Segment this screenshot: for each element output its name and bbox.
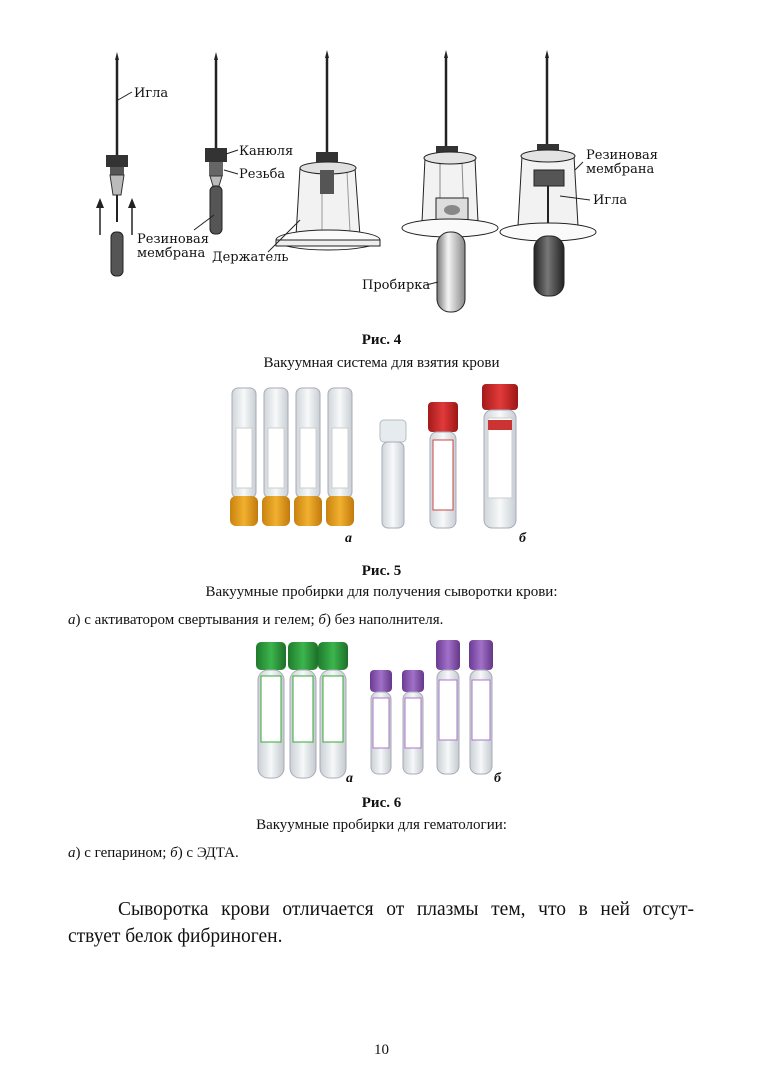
label-holder: Держатель	[212, 250, 289, 265]
sub6-a-text: ) с гепарином;	[75, 845, 171, 861]
holder-assembly	[275, 50, 381, 251]
figure-6-caption: Вакуумные пробирки для гематологии:	[256, 817, 507, 833]
paragraph-line-1: Сыворотка крови отличается от плазмы тем…	[118, 899, 694, 920]
sub-b-letter: б	[318, 612, 326, 628]
label-membrane-2a: Резиновая	[586, 148, 658, 163]
figure-5-panel-a: а	[345, 531, 352, 546]
paragraph-line-2: ствует белок фибриноген.	[68, 926, 283, 947]
page-number: 10	[374, 1042, 389, 1058]
figure-5-caption: Вакуумные пробирки для получения сыворот…	[205, 584, 558, 600]
holder-with-tube	[401, 50, 499, 313]
sub6-a-letter: а	[68, 845, 76, 861]
sub6-b-text: ) с ЭДТА.	[177, 845, 239, 861]
edta-tubes	[370, 640, 493, 775]
figure-4-title: Рис. 4	[361, 332, 402, 348]
serum-tubes-plain	[379, 384, 518, 529]
figure-6-subcaption: а) с гепарином; б) с ЭДТА.	[68, 845, 239, 862]
leader-lines	[117, 91, 591, 286]
figure-4-caption: Вакуумная система для взятия крови	[263, 355, 500, 371]
label-cannula: Канюля	[239, 144, 293, 159]
figure-5-photo: а б	[230, 384, 527, 546]
sub-a-letter: а	[68, 612, 76, 628]
figure-6-photo: а б	[256, 640, 502, 786]
label-thread: Резьба	[239, 167, 285, 182]
figure-5-title: Рис. 5	[361, 563, 402, 579]
needle-assembly-2	[205, 52, 227, 235]
sub-b-text: ) без наполнителя.	[325, 612, 444, 628]
figure-5-subcaption: а) с активатором свертывания и гелем; б)…	[68, 612, 443, 629]
heparin-tubes	[256, 642, 348, 779]
figure-6-panel-a: а	[346, 771, 353, 786]
holder-with-filled-tube	[499, 50, 597, 297]
figure-6-panel-b: б	[494, 771, 502, 786]
figure-5-panel-b: б	[519, 531, 527, 546]
needle-assembly-1	[96, 52, 136, 277]
figure-6-title: Рис. 6	[361, 795, 402, 811]
label-membrane-1b: мембрана	[137, 246, 205, 261]
label-membrane-1a: Резиновая	[137, 232, 209, 247]
sub-a-text: ) с активатором свертывания и гелем;	[75, 612, 319, 628]
figure-4-illustration: Игла Канюля Резьба Резиновая мембрана Де…	[96, 50, 658, 313]
sub6-b-letter: б	[170, 845, 178, 861]
serum-tubes-gel	[230, 387, 354, 526]
label-needle: Игла	[134, 86, 168, 101]
label-tube: Пробирка	[362, 278, 430, 293]
label-needle-2: Игла	[593, 193, 627, 208]
label-membrane-2b: мембрана	[586, 162, 654, 177]
body-paragraph: Сыворотка крови отличается от плазмы тем…	[68, 896, 694, 950]
